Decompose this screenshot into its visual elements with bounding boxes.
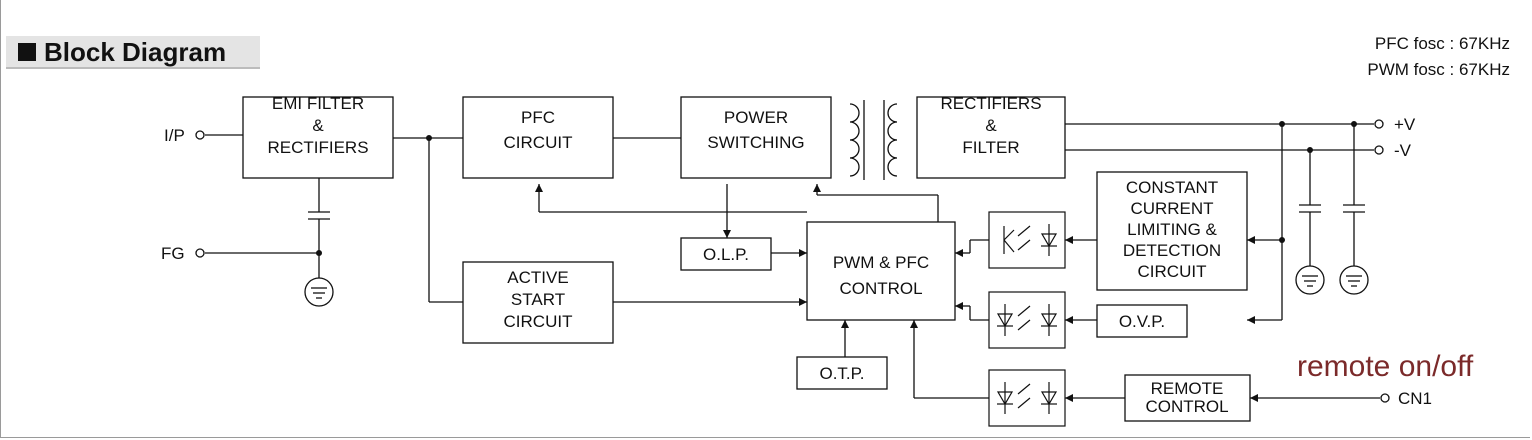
- cc-block-label: CURRENT: [1130, 199, 1213, 218]
- active-start-block: [462, 261, 614, 344]
- pos-label: +V: [1394, 115, 1416, 134]
- cc-block-label: LIMITING &: [1127, 220, 1217, 239]
- section-title: Block Diagram: [44, 37, 227, 67]
- cc-block-label: CIRCUIT: [1138, 262, 1207, 281]
- blocks: [242, 96, 1251, 422]
- pwm-pfc-control-block: [806, 221, 956, 321]
- pfc-block-label: PFC: [521, 108, 555, 127]
- optocouplers: [988, 211, 1066, 427]
- fg-label: FG: [161, 244, 185, 263]
- rect-block-label: &: [985, 116, 997, 135]
- cn1-label: CN1: [1398, 389, 1432, 408]
- ovp-block: [1096, 304, 1188, 338]
- pwm-block-label: CONTROL: [839, 279, 922, 298]
- ip-label: I/P: [164, 126, 185, 145]
- ip-terminal: [195, 130, 205, 140]
- pos-terminal: [1374, 119, 1384, 129]
- ovp-block-label: O.V.P.: [1119, 312, 1165, 331]
- otp-block: [796, 356, 888, 390]
- optocoupler-cc-icon: [988, 211, 1066, 269]
- active-block-label: ACTIVE: [507, 268, 568, 287]
- emi-block-label: EMI FILTER: [272, 94, 364, 113]
- remote-control-block: [1124, 374, 1251, 422]
- emi-block-label: &: [312, 116, 324, 135]
- power-block-label: POWER: [724, 108, 788, 127]
- pwm-block-label: PWM & PFC: [833, 253, 929, 272]
- otp-block-label: O.T.P.: [819, 364, 864, 383]
- block-labels: EMI FILTER & RECTIFIERS PFC CIRCUIT POWER SWIT…: [267, 94, 1228, 416]
- optocoupler-ovp-icon: [988, 291, 1066, 349]
- output-ground-icon: [1339, 265, 1369, 295]
- optocoupler-remote-icon: [988, 369, 1066, 427]
- power-block-label: SWITCHING: [707, 133, 804, 152]
- junction-dots: [316, 121, 1357, 256]
- output-ground-icon: [1295, 265, 1325, 295]
- pwm-frequency-note: PWM fosc : 67KHz: [1367, 60, 1510, 79]
- remote-block-label: CONTROL: [1145, 397, 1228, 416]
- transformer-icon: [849, 100, 898, 180]
- fg-ground-icon: [304, 277, 334, 307]
- olp-block-label: O.L.P.: [703, 245, 749, 264]
- rect-block-label: RECTIFIERS: [940, 94, 1041, 113]
- cc-block-label: CONSTANT: [1126, 178, 1218, 197]
- remote-on-off-note: remote on/off: [1297, 350, 1474, 383]
- emi-filter-block: [242, 96, 394, 179]
- pfc-circuit-block: [462, 96, 614, 179]
- arrowheads: [535, 184, 1258, 402]
- section-header: [6, 36, 260, 69]
- active-block-label: START: [511, 290, 565, 309]
- pfc-frequency-note: PFC fosc : 67KHz: [1374, 34, 1510, 53]
- active-block-label: CIRCUIT: [504, 312, 573, 331]
- pfc-block-label: CIRCUIT: [504, 133, 573, 152]
- rect-block-label: FILTER: [962, 138, 1019, 157]
- emi-block-label: RECTIFIERS: [267, 138, 368, 157]
- constant-current-block: [1096, 171, 1248, 291]
- remote-block-label: REMOTE: [1151, 379, 1224, 398]
- ground-symbols: [304, 265, 1369, 307]
- power-switching-block: [680, 96, 832, 179]
- bullet-square: [18, 43, 36, 61]
- neg-label: -V: [1394, 141, 1412, 160]
- rectifiers-filter-block: [916, 96, 1066, 179]
- cc-block-label: DETECTION: [1123, 241, 1221, 260]
- olp-block: [680, 237, 772, 271]
- terminals: I/P FG +V -V CN1: [161, 115, 1432, 408]
- cn1-terminal: [1380, 393, 1390, 403]
- fg-terminal: [195, 248, 205, 258]
- neg-terminal: [1374, 145, 1384, 155]
